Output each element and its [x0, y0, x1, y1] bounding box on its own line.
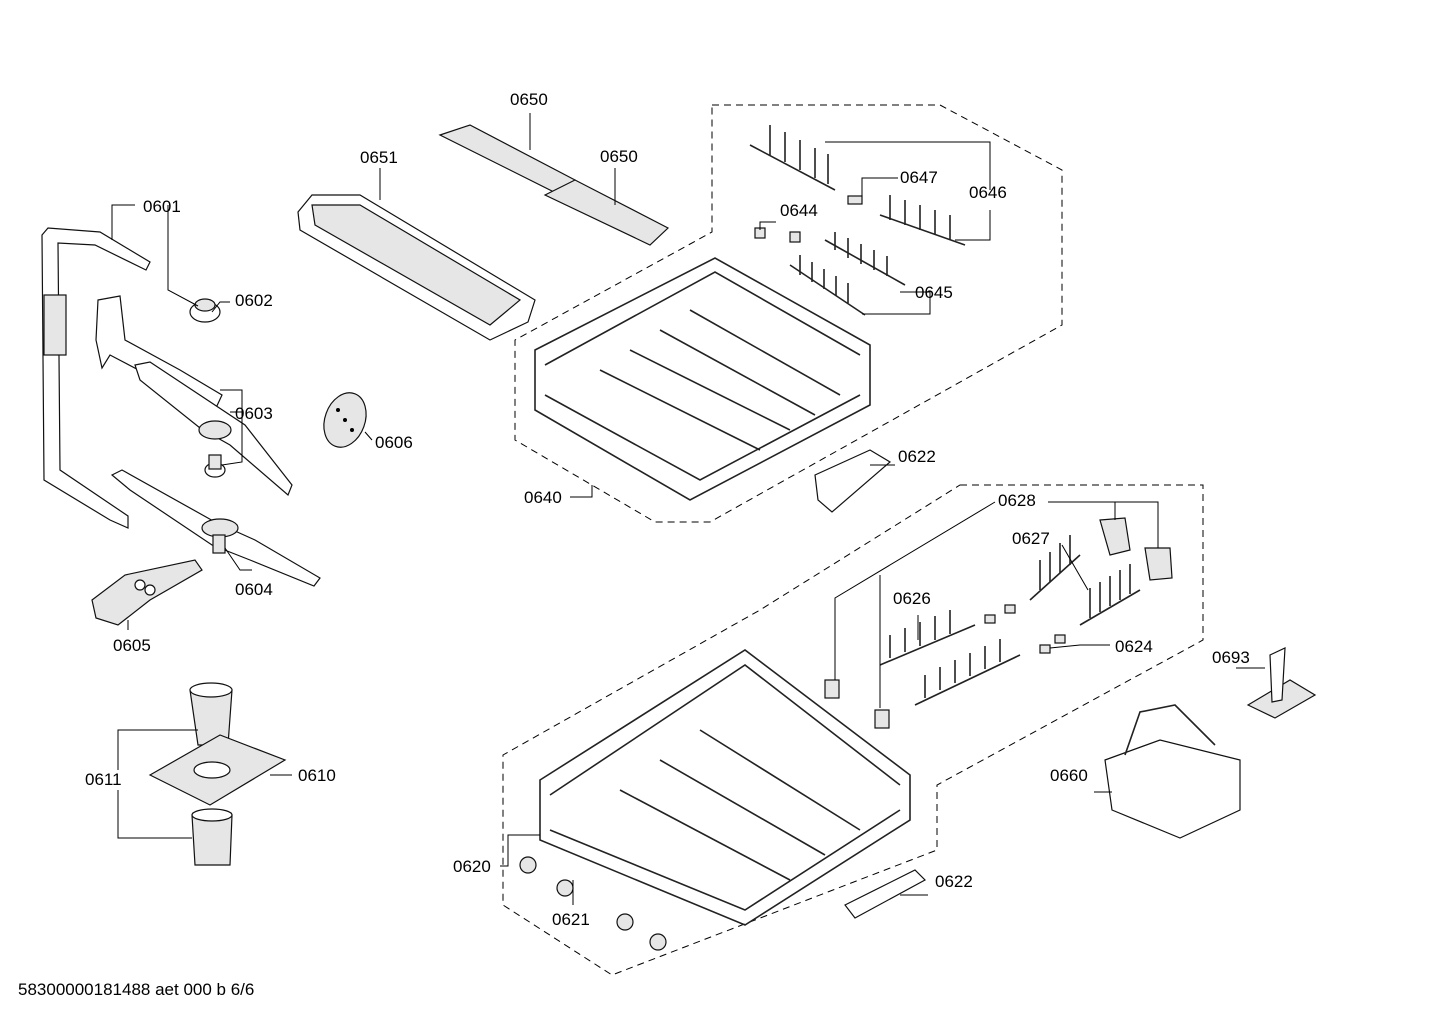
rack-0626 [879, 610, 1021, 706]
fine-filter-plate-0610 [148, 734, 287, 806]
leader-0603 [220, 389, 243, 466]
clip-0644 [754, 227, 801, 243]
label-0640: 0640 [524, 488, 562, 507]
leader-0611 [117, 729, 198, 839]
label-0628: 0628 [998, 491, 1036, 510]
label-0644: 0644 [780, 201, 818, 220]
leader-0647 [861, 177, 898, 196]
clip-0647 [847, 195, 863, 205]
label-0651: 0651 [360, 148, 398, 167]
rack-holders-0628 [824, 679, 890, 729]
label-0624: 0624 [1115, 637, 1153, 656]
cutlery-tray-0651 [297, 194, 536, 341]
leader-0601 [111, 204, 135, 240]
supply-pipe-0601 [41, 227, 151, 529]
label-0604: 0604 [235, 580, 273, 599]
leader-0624 [1049, 644, 1110, 649]
rack-0645 [789, 232, 906, 316]
label-0650-mid: 0650 [600, 147, 638, 166]
lower-basket-0620 [539, 649, 911, 926]
label-0622-upper: 0622 [898, 447, 936, 466]
rail-cover-0622-lower [844, 869, 926, 919]
leader-0604 [224, 547, 252, 571]
label-0626: 0626 [893, 589, 931, 608]
cap-0606 [323, 392, 367, 448]
leader-0646 [825, 141, 991, 241]
label-0602: 0602 [235, 291, 273, 310]
leader-0620 [500, 834, 540, 867]
label-0627: 0627 [1012, 529, 1050, 548]
label-0621: 0621 [552, 910, 590, 929]
label-0610: 0610 [298, 766, 336, 785]
label-0650-top: 0650 [510, 90, 548, 109]
leader-0627 [1061, 544, 1089, 591]
lower-basket-group-outline [502, 484, 1204, 976]
document-footer-code: 58300000181488 aet 000 b 6/6 [18, 980, 255, 999]
rail-cover-0622-upper [814, 449, 892, 513]
leader-0645 [862, 291, 931, 315]
label-0606: 0606 [375, 433, 413, 452]
leader-0602 [167, 205, 230, 313]
upper-basket-group-outline [514, 104, 1063, 523]
leader-0628 [834, 501, 1159, 708]
label-0611: 0611 [85, 770, 122, 789]
leader-0644 [759, 221, 776, 230]
cutlery-basket-0660 [1104, 704, 1241, 839]
lower-spray-arm-0604 [110, 469, 321, 587]
holder-0650-lower [543, 179, 670, 246]
label-0620: 0620 [453, 857, 491, 876]
micro-filter-0611 [189, 682, 233, 746]
label-0605: 0605 [113, 636, 151, 655]
leader-0640 [570, 485, 593, 498]
nozzle-0602 [189, 298, 221, 323]
label-0660: 0660 [1050, 766, 1088, 785]
label-0647: 0647 [900, 168, 938, 187]
coarse-filter-0611 [191, 808, 233, 866]
label-0622-lower: 0622 [935, 872, 973, 891]
label-0646: 0646 [969, 183, 1007, 202]
label-0693: 0693 [1212, 648, 1250, 667]
wheels-0621 [519, 856, 667, 951]
rack-0646-b [879, 195, 966, 246]
label-0645: 0645 [915, 283, 953, 302]
folding-rack-0627-b [1079, 564, 1141, 626]
upper-spray-arm-0603 [95, 295, 293, 497]
label-0601: 0601 [143, 197, 181, 216]
clips-0624 [984, 604, 1066, 654]
holder-0628 [1099, 517, 1173, 581]
filter-cover-0605 [91, 559, 203, 626]
holder-0693 [1246, 647, 1317, 719]
holder-0650-upper [438, 124, 577, 196]
label-0603: 0603 [235, 404, 273, 423]
rack-0646-a [749, 125, 836, 191]
leader-0606 [364, 431, 373, 441]
upper-basket-0640 [534, 257, 871, 501]
